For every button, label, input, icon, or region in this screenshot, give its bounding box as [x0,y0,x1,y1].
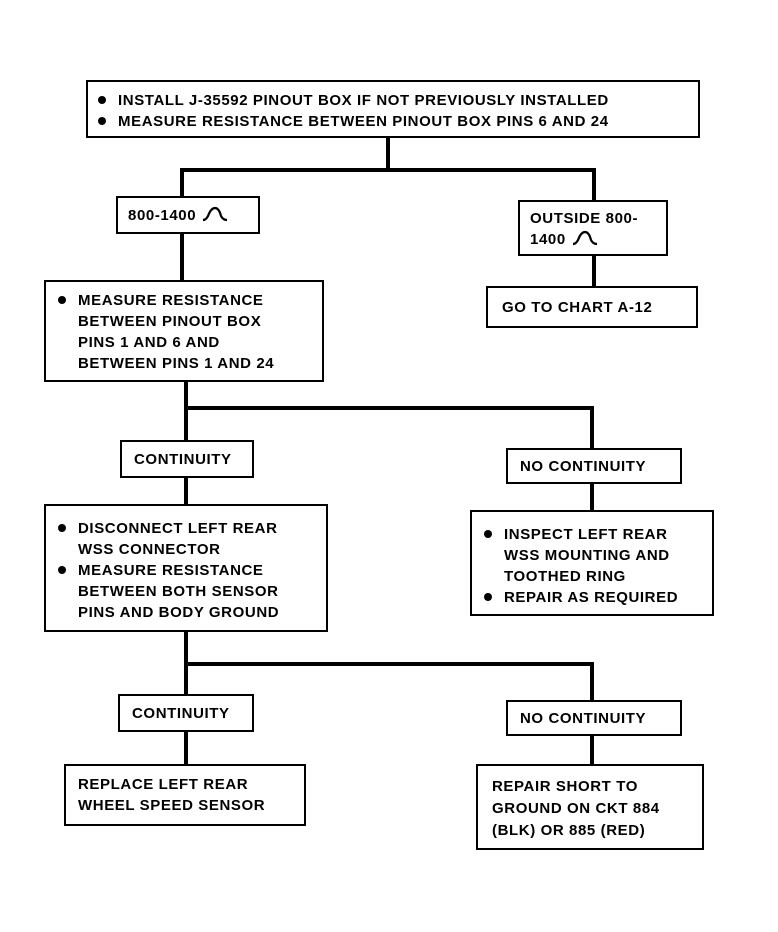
bullet-icon [58,524,66,532]
range-out-line-2: 1400 [530,231,566,248]
connector-disconnect-down [184,630,188,666]
continuity-1-text: CONTINUITY [134,451,232,468]
no-continuity-2-box: NO CONTINUITY [506,700,682,736]
measure-pins-line-4: BETWEEN PINS 1 AND 24 [78,355,275,372]
inspect-box: INSPECT LEFT REAR WSS MOUNTING AND TOOTH… [470,510,714,616]
replace-line-2: WHEEL SPEED SENSOR [78,797,266,814]
continuity-2-box: CONTINUITY [118,694,254,732]
measure-pins-line-1: MEASURE RESISTANCE [78,292,264,309]
replace-box: REPLACE LEFT REAR WHEEL SPEED SENSOR [64,764,306,826]
connector-split-2 [184,406,594,410]
connector-to-continuity-1 [184,406,188,442]
start-line-1: INSTALL J-35592 PINOUT BOX IF NOT PREVIO… [98,90,688,111]
start-box: INSTALL J-35592 PINOUT BOX IF NOT PREVIO… [86,80,700,138]
connector-to-range-ok [180,168,184,198]
measure-pins-box: MEASURE RESISTANCE BETWEEN PINOUT BOX PI… [44,280,324,382]
range-out-line-1: OUTSIDE 800- [530,210,639,227]
connector-continuity-1-to-disconnect [184,476,188,506]
continuity-1-box: CONTINUITY [120,440,254,478]
inspect-item1-line-1: INSPECT LEFT REAR [504,526,668,543]
connector-split-1 [180,168,596,172]
connector-range-out-to-chart [592,254,596,288]
inspect-item2-line-1: REPAIR AS REQUIRED [504,589,679,606]
repair-short-line-2: GROUND ON CKT 884 [492,800,660,817]
disconnect-box: DISCONNECT LEFT REAR WSS CONNECTOR MEASU… [44,504,328,632]
connector-start-down [386,136,390,172]
connector-to-range-out [592,168,596,202]
repair-short-line-1: REPAIR SHORT TO [492,778,638,795]
connector-no-continuity-2-to-repair [590,734,594,766]
bullet-icon [98,96,106,104]
replace-line-1: REPLACE LEFT REAR [78,776,249,793]
inspect-item1-line-3: TOOTHED RING [504,568,626,585]
no-continuity-1-text: NO CONTINUITY [520,458,647,475]
connector-no-continuity-1-to-inspect [590,482,594,512]
chart-a12-text: GO TO CHART A-12 [502,299,653,316]
bullet-icon [58,566,66,574]
disconnect-item1-line-1: DISCONNECT LEFT REAR [78,520,278,537]
connector-to-no-continuity-1 [590,406,594,450]
measure-pins-line-2: BETWEEN PINOUT BOX [78,313,262,330]
chart-a12-box: GO TO CHART A-12 [486,286,698,328]
connector-range-ok-to-measure [180,232,184,282]
ohm-waveform-icon [572,230,597,246]
repair-short-box: REPAIR SHORT TO GROUND ON CKT 884 (BLK) … [476,764,704,850]
connector-split-3 [184,662,594,666]
bullet-icon [484,593,492,601]
connector-measure-down [184,380,188,410]
ohm-waveform-icon [203,206,228,222]
disconnect-item2-line-1: MEASURE RESISTANCE [78,562,264,579]
bullet-icon [98,117,106,125]
range-ok-label: 800-1400 [128,207,197,224]
inspect-item1-line-2: WSS MOUNTING AND [504,547,670,564]
no-continuity-2-text: NO CONTINUITY [520,710,647,727]
repair-short-line-3: (BLK) OR 885 (RED) [492,822,646,839]
disconnect-item1-line-2: WSS CONNECTOR [78,541,221,558]
disconnect-item2-line-2: BETWEEN BOTH SENSOR [78,583,279,600]
no-continuity-1-box: NO CONTINUITY [506,448,682,484]
connector-to-continuity-2 [184,662,188,696]
bullet-icon [484,530,492,538]
connector-continuity-2-to-replace [184,730,188,766]
continuity-2-text: CONTINUITY [132,705,230,722]
connector-to-no-continuity-2 [590,662,594,702]
disconnect-item2-line-3: PINS AND BODY GROUND [78,604,280,621]
start-line-2: MEASURE RESISTANCE BETWEEN PINOUT BOX PI… [98,111,688,132]
range-out-box: OUTSIDE 800- 1400 [518,200,668,256]
measure-pins-line-3: PINS 1 AND 6 AND [78,334,220,351]
range-ok-box: 800-1400 [116,196,260,234]
bullet-icon [58,296,66,304]
